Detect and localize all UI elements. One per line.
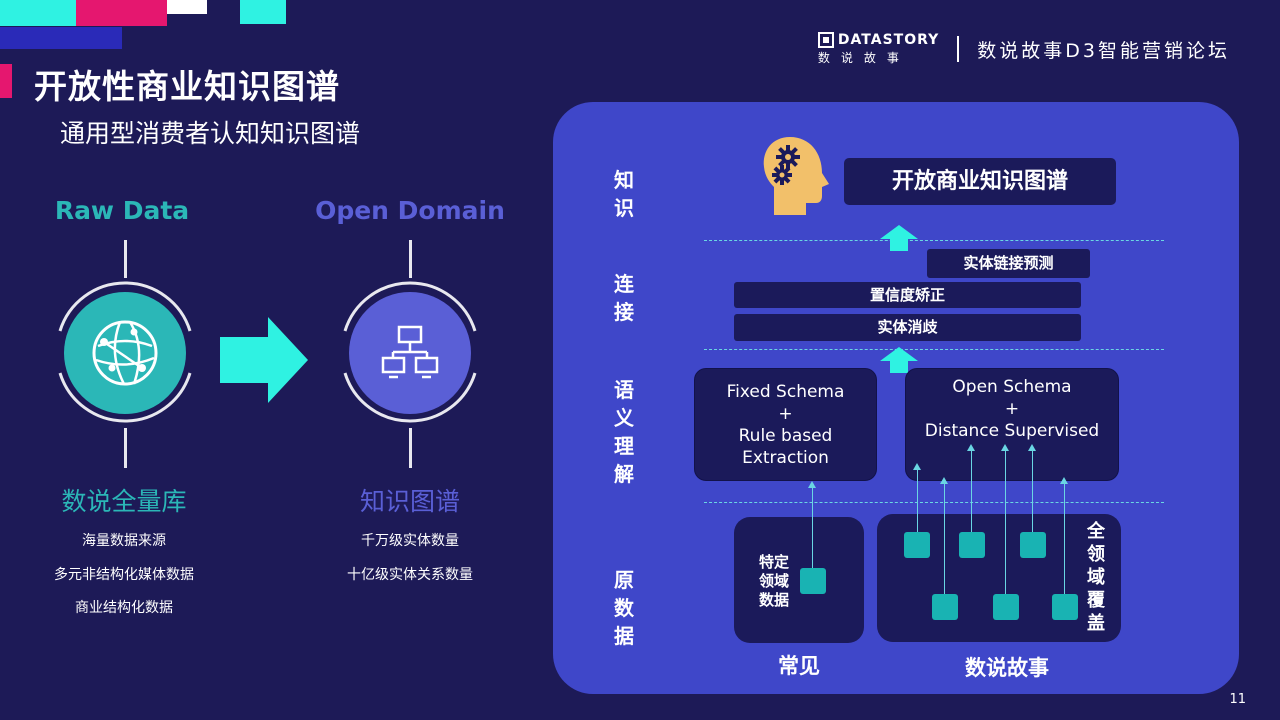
- page-title: 开放性商业知识图谱: [34, 67, 340, 106]
- open-domain-ring: [343, 281, 477, 423]
- full-domain-label: 全 领 域 覆 盖: [1087, 521, 1105, 634]
- open-domain-cn-title: 知识图谱: [359, 487, 460, 516]
- link-box-prediction: 实体链接预测: [927, 249, 1090, 278]
- arrow-node5-to-open: [1001, 444, 1009, 594]
- arrow-node4-to-open: [940, 477, 948, 594]
- divider-2: [704, 349, 1164, 350]
- title-accent: [0, 64, 12, 98]
- open-line-bottom: [409, 428, 412, 468]
- data-node-3: [1020, 532, 1046, 558]
- transform-arrow-icon: [220, 317, 308, 403]
- open-schema-box: Open Schema + Distance Supervised: [905, 368, 1119, 481]
- row-label-link: 连 接: [614, 272, 634, 324]
- arrow-node6-to-open: [1060, 477, 1068, 594]
- brand: DATASTORY 数说故事 数说故事D3智能营销论坛: [817, 32, 1230, 66]
- brand-logo: DATASTORY 数说故事: [817, 32, 940, 66]
- raw-item-2: 多元非结构化媒体数据: [54, 567, 194, 583]
- data-node-2: [959, 532, 985, 558]
- open-line-top: [409, 240, 412, 278]
- brand-separator: [957, 36, 960, 62]
- raw-line-bottom: [124, 428, 127, 468]
- bottom-label-datastory: 数说故事: [965, 656, 1049, 680]
- arrow-node2-to-open: [967, 444, 975, 532]
- raw-data-title: Raw Data: [54, 196, 190, 225]
- deco-bar-white: [167, 0, 207, 14]
- open-item-2: 十亿级实体关系数量: [347, 567, 473, 583]
- arrow-node1-to-open: [913, 463, 921, 532]
- brand-cn: 数说故事: [817, 51, 910, 65]
- divider-1: [704, 240, 1164, 241]
- data-node-4: [932, 594, 958, 620]
- data-node-domain: [800, 568, 826, 594]
- open-domain-title: Open Domain: [315, 196, 505, 225]
- link-box-disambiguation: 实体消歧: [734, 314, 1081, 341]
- bottom-label-common: 常见: [778, 654, 820, 678]
- raw-data-ring: [58, 281, 192, 423]
- open-item-1: 千万级实体数量: [361, 533, 459, 549]
- arrow-node3-to-open: [1028, 444, 1036, 532]
- up-arrow-icon-1: [880, 225, 918, 251]
- raw-data-circle: [64, 292, 186, 414]
- raw-item-1: 海量数据来源: [82, 533, 166, 549]
- row-label-semantic: 语 义 理 解: [614, 378, 634, 486]
- brand-en: DATASTORY: [837, 32, 940, 48]
- globe-network-icon: [92, 320, 158, 386]
- brand-event: 数说故事D3智能营销论坛: [977, 39, 1230, 62]
- common-data-box: [734, 517, 864, 643]
- fixed-schema-box: Fixed Schema + Rule based Extraction: [694, 368, 877, 481]
- network-computers-icon: [381, 325, 439, 379]
- up-arrow-icon-2: [880, 347, 918, 373]
- deco-bar-blue: [0, 27, 122, 49]
- data-node-5: [993, 594, 1019, 620]
- row-label-knowledge: 知 识: [614, 168, 634, 220]
- data-node-1: [904, 532, 930, 558]
- divider-3: [704, 502, 1164, 503]
- row-label-raw: 原 数 据: [614, 568, 634, 648]
- deco-bar-cyan-2: [240, 0, 286, 24]
- link-box-confidence: 置信度矫正: [734, 282, 1081, 308]
- raw-line-top: [124, 240, 127, 278]
- raw-data-cn-title: 数说全量库: [61, 487, 187, 516]
- kg-box: 开放商业知识图谱: [844, 158, 1116, 205]
- page-subtitle: 通用型消费者认知知识图谱: [60, 119, 361, 148]
- brand-mark-icon: [817, 32, 834, 48]
- data-node-6: [1052, 594, 1078, 620]
- deco-bar-pink: [76, 0, 167, 26]
- arrow-domain-to-fixed: [808, 481, 816, 568]
- brain-gears-icon: [763, 137, 829, 215]
- raw-item-3: 商业结构化数据: [75, 600, 173, 616]
- page-number: 11: [1229, 692, 1246, 707]
- deco-bar-cyan: [0, 0, 76, 26]
- domain-data-label: 特定 领域 数据: [758, 553, 789, 609]
